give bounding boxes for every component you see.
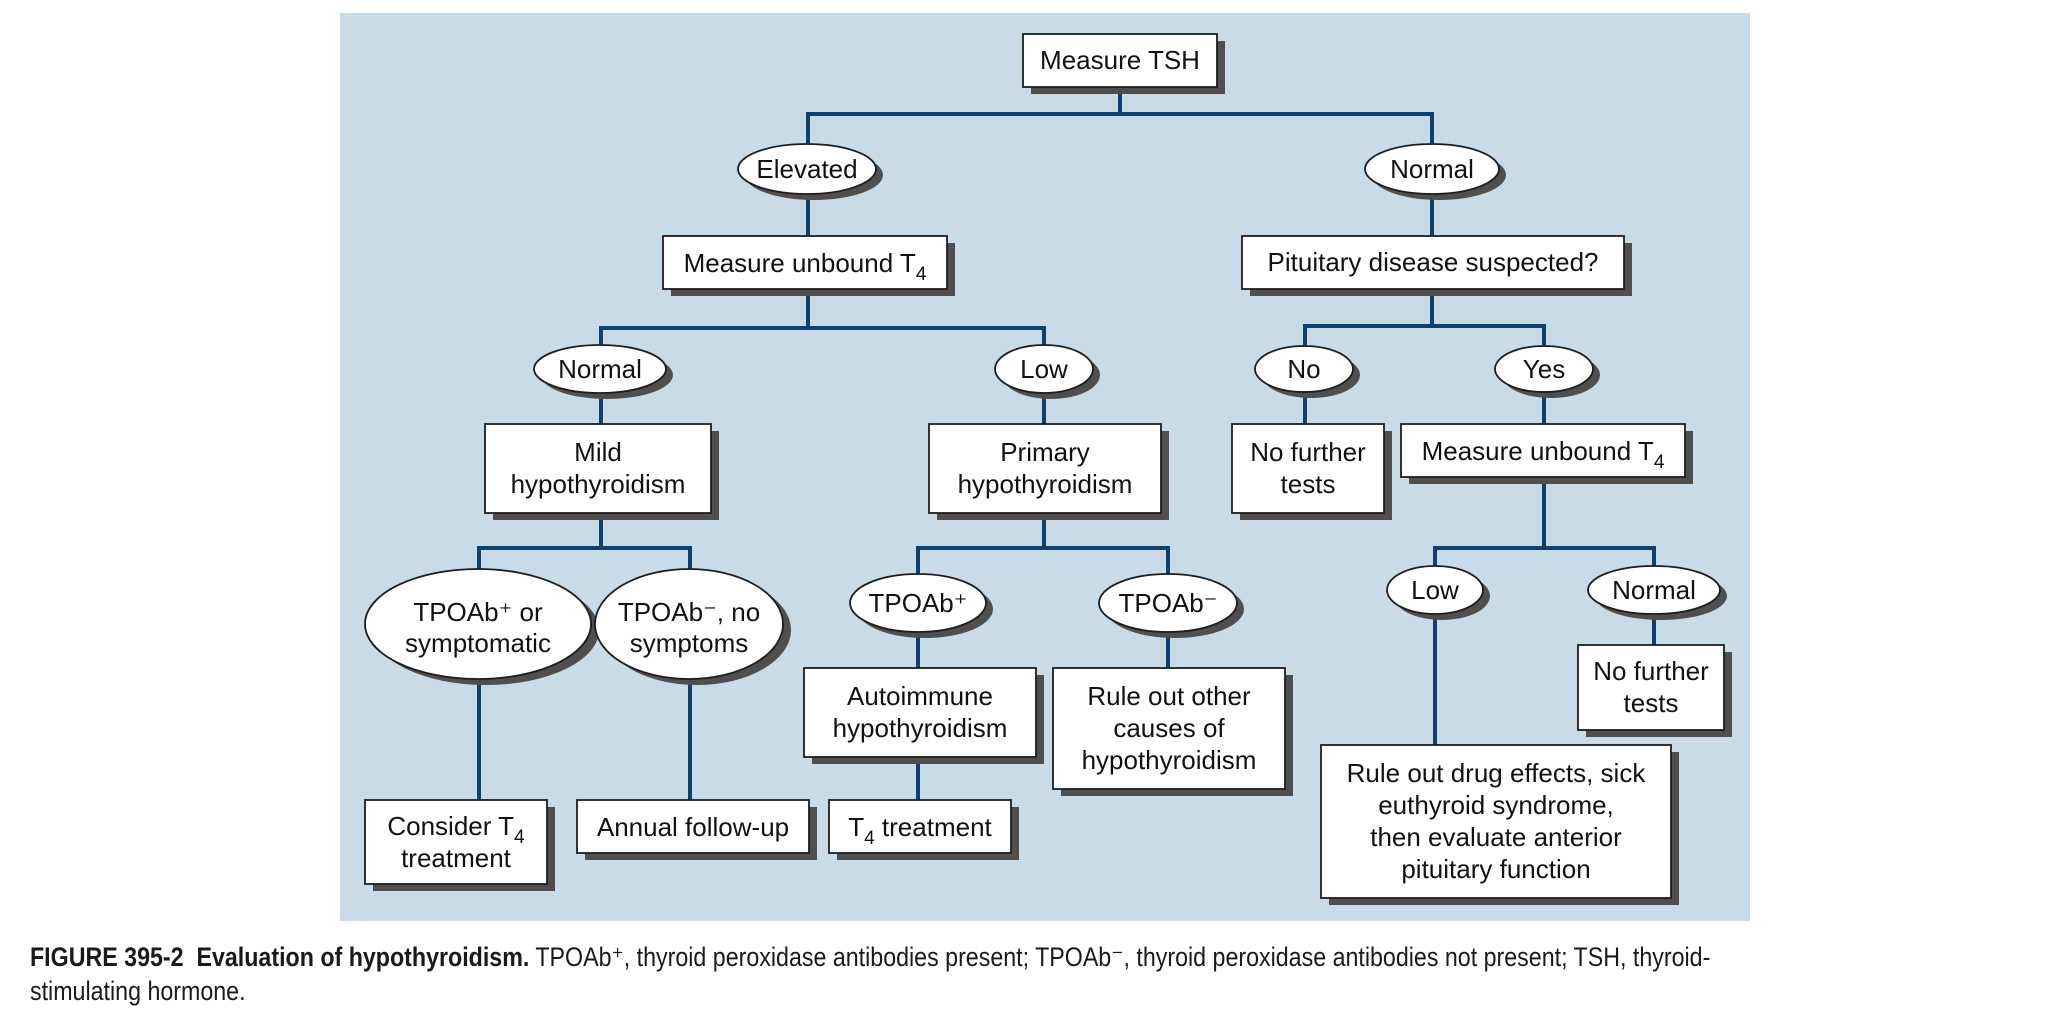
svg-text:tests: tests xyxy=(1624,688,1679,718)
autoimmune-hypothyroidism-node: Autoimmune hypothyroidism xyxy=(803,667,1044,764)
svg-text:symptoms: symptoms xyxy=(630,628,748,658)
svg-text:Elevated: Elevated xyxy=(756,154,857,184)
pituitary-suspected-node: Pituitary disease suspected? xyxy=(1241,235,1632,296)
consider-t4-treatment-node: Consider T4 treatment xyxy=(364,799,555,891)
svg-text:Measure unbound T4: Measure unbound T4 xyxy=(684,248,927,285)
no-node: No xyxy=(1254,345,1360,398)
normal-right-node: Normal xyxy=(1587,565,1727,620)
svg-text:Normal: Normal xyxy=(1390,154,1474,184)
svg-text:hypothyroidism: hypothyroidism xyxy=(833,713,1008,743)
annual-follow-up-node: Annual follow-up xyxy=(576,799,817,860)
svg-text:Low: Low xyxy=(1020,354,1068,384)
svg-text:Low: Low xyxy=(1411,575,1459,605)
svg-text:No further: No further xyxy=(1250,437,1366,467)
low-t4-node: Low xyxy=(994,344,1100,399)
svg-text:tests: tests xyxy=(1281,469,1336,499)
svg-text:Pituitary disease suspected?: Pituitary disease suspected? xyxy=(1268,247,1599,277)
tpoab-pos-or-symptomatic-node: TPOAb⁺ or symptomatic xyxy=(364,568,599,685)
measure-unbound-t4-left-node: Measure unbound T4 xyxy=(662,235,955,296)
svg-text:Annual follow-up: Annual follow-up xyxy=(597,812,789,842)
svg-text:TPOAb⁻: TPOAb⁻ xyxy=(1119,588,1218,618)
svg-text:Yes: Yes xyxy=(1523,354,1565,384)
yes-node: Yes xyxy=(1494,345,1600,398)
measure-tsh-node: Measure TSH xyxy=(1022,33,1225,94)
no-further-tests-node-2: No further tests xyxy=(1577,644,1732,737)
svg-text:treatment: treatment xyxy=(401,843,512,873)
figure-label: FIGURE 395-2 xyxy=(30,942,184,972)
elevated-node: Elevated xyxy=(737,143,883,200)
svg-text:No further: No further xyxy=(1593,656,1709,686)
svg-text:Normal: Normal xyxy=(1612,575,1696,605)
tpoab-pos-node: TPOAb⁺ xyxy=(849,573,993,638)
mild-hypothyroidism-node: Mild hypothyroidism xyxy=(484,423,719,520)
primary-hypothyroidism-node: Primary hypothyroidism xyxy=(928,423,1169,520)
figure-caption: FIGURE 395-2 Evaluation of hypothyroidis… xyxy=(30,940,1776,1008)
svg-text:Consider T4: Consider T4 xyxy=(387,811,525,848)
no-further-tests-node-1: No further tests xyxy=(1231,423,1392,520)
svg-text:Measure TSH: Measure TSH xyxy=(1040,45,1200,75)
tpoab-neg-node: TPOAb⁻ xyxy=(1098,573,1244,638)
svg-text:hypothyroidism: hypothyroidism xyxy=(958,469,1133,499)
svg-text:causes of: causes of xyxy=(1113,713,1225,743)
svg-text:Autoimmune: Autoimmune xyxy=(847,681,993,711)
svg-text:then evaluate anterior: then evaluate anterior xyxy=(1370,822,1622,852)
svg-text:TPOAb⁺ or: TPOAb⁺ or xyxy=(413,597,543,627)
tpoab-neg-no-symptoms-node: TPOAb⁻, no symptoms xyxy=(594,568,791,685)
t4-treatment-node: T4 treatment xyxy=(828,799,1019,860)
normal-tsh-node: Normal xyxy=(1364,143,1506,200)
svg-text:Mild: Mild xyxy=(574,437,622,467)
hypothyroidism-flowchart: Measure TSH Elevated Normal Measure unbo… xyxy=(340,13,1750,921)
svg-text:TPOAb⁺: TPOAb⁺ xyxy=(869,588,968,618)
low-right-node: Low xyxy=(1386,565,1490,620)
rule-out-other-causes-node: Rule out other causes of hypothyroidism xyxy=(1052,667,1293,796)
svg-text:Measure unbound T4: Measure unbound T4 xyxy=(1422,436,1665,473)
svg-text:hypothyroidism: hypothyroidism xyxy=(1082,745,1257,775)
svg-text:Rule out drug effects, sick: Rule out drug effects, sick xyxy=(1347,758,1647,788)
svg-text:symptomatic: symptomatic xyxy=(405,628,551,658)
figure-caption-body: TPOAb⁺, thyroid peroxidase antibodies pr… xyxy=(30,942,1711,1006)
svg-text:hypothyroidism: hypothyroidism xyxy=(511,469,686,499)
svg-text:pituitary function: pituitary function xyxy=(1401,854,1590,884)
svg-text:euthyroid syndrome,: euthyroid syndrome, xyxy=(1378,790,1614,820)
figure-title: Evaluation of hypothyroidism. xyxy=(196,942,530,972)
normal-t4-node: Normal xyxy=(533,344,673,399)
svg-text:Rule out other: Rule out other xyxy=(1087,681,1251,711)
svg-text:T4 treatment: T4 treatment xyxy=(848,812,992,849)
svg-text:No: No xyxy=(1287,354,1320,384)
svg-text:TPOAb⁻, no: TPOAb⁻, no xyxy=(618,597,760,627)
rule-out-drug-effects-node: Rule out drug effects, sick euthyroid sy… xyxy=(1320,744,1679,905)
measure-unbound-t4-right-node: Measure unbound T4 xyxy=(1400,423,1693,484)
svg-text:Primary: Primary xyxy=(1000,437,1090,467)
svg-text:Normal: Normal xyxy=(558,354,642,384)
